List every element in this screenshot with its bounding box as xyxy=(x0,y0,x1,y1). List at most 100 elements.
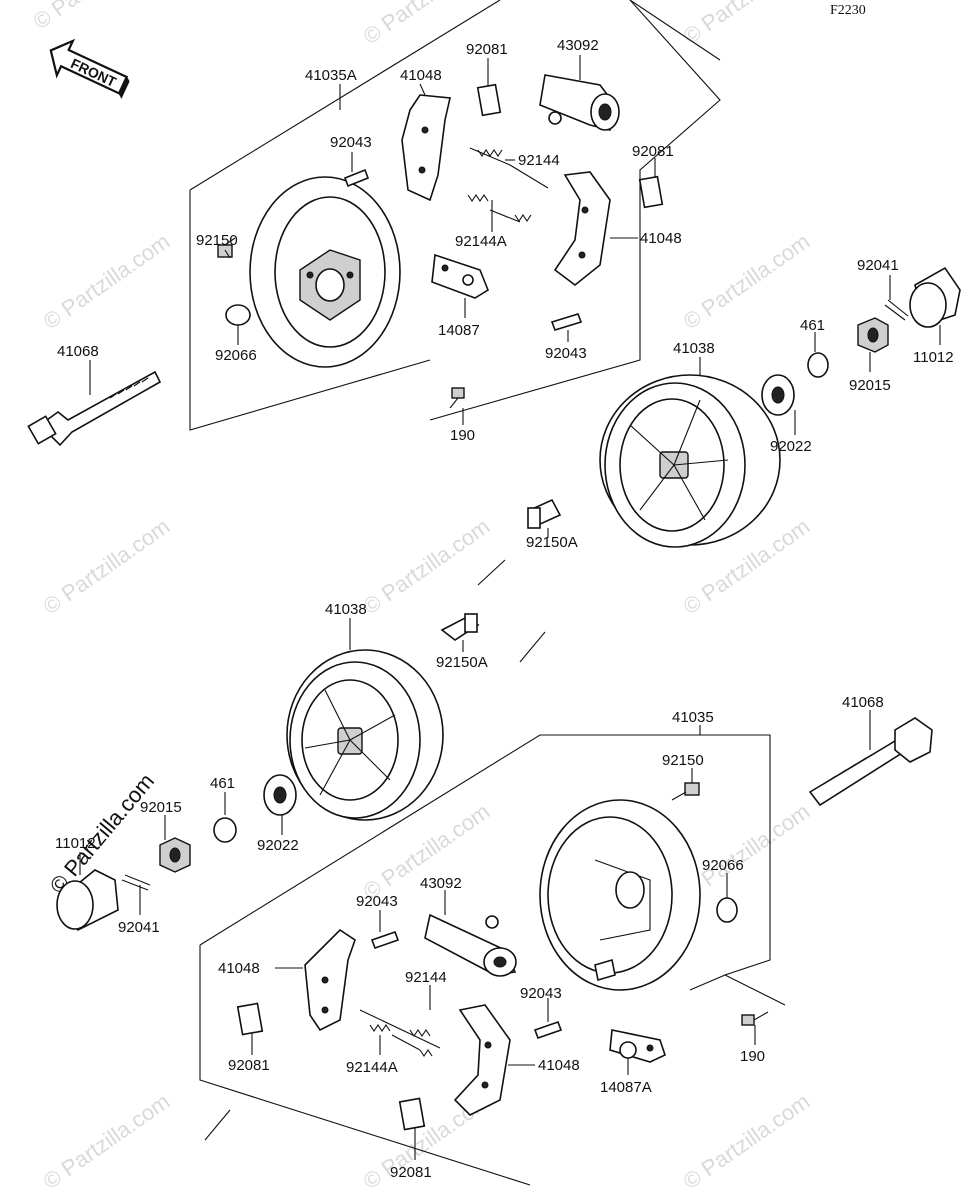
part-label-41048: 41048 xyxy=(400,67,442,84)
part-label-92144: 92144 xyxy=(405,969,447,986)
part-label-41068: 41068 xyxy=(57,343,99,360)
cotter-pin-92041-lower xyxy=(121,874,151,891)
part-label-92022: 92022 xyxy=(770,438,812,455)
part-label-41038: 41038 xyxy=(325,601,367,618)
cap-92066-lower xyxy=(716,897,738,923)
part-label-190: 190 xyxy=(740,1048,765,1065)
clip-92081-icon xyxy=(476,83,502,117)
hub-cap-11012-upper xyxy=(909,266,961,328)
part-label-92144A: 92144A xyxy=(346,1059,398,1076)
spring-92144A-upper xyxy=(467,194,532,222)
part-label-43092: 43092 xyxy=(557,37,599,54)
bolt-190-upper xyxy=(449,387,465,409)
plate-14087A-lower xyxy=(609,1029,666,1063)
lower-assembly: 41035 41038 92150A 41068 xyxy=(55,601,933,1186)
upper-assembly: 41035A 41048 92081 4309 xyxy=(27,0,961,663)
watermark: © Partzilla.com xyxy=(679,0,815,49)
part-label-92066: 92066 xyxy=(702,857,744,874)
part-label-11012: 11012 xyxy=(55,835,96,852)
part-label-92150: 92150 xyxy=(662,752,704,769)
part-label-92144: 92144 xyxy=(518,152,560,169)
brake-shoe-41048-upper-a xyxy=(401,94,451,202)
front-arrow: FRONT xyxy=(49,38,130,99)
part-label-41048: 41048 xyxy=(218,960,260,977)
pin-92043-upper-a xyxy=(343,168,370,188)
brake-cam-43092-lower xyxy=(424,913,517,977)
leader-line xyxy=(629,0,721,61)
front-arrow-label: FRONT xyxy=(68,55,119,90)
flow-line xyxy=(519,631,546,663)
leader-line xyxy=(419,83,426,96)
part-label-461: 461 xyxy=(210,775,235,792)
part-label-41048: 41048 xyxy=(538,1057,580,1074)
part-label-92081: 92081 xyxy=(466,41,508,58)
axle-41068-lower xyxy=(808,717,933,807)
bolt-190-lower xyxy=(741,1011,769,1026)
flow-line xyxy=(477,559,506,586)
brake-shoe-41048-lower-a xyxy=(304,928,356,1032)
lock-washer-461-upper xyxy=(807,352,829,378)
stud-92150A-lower xyxy=(440,613,480,641)
part-label-92150A: 92150A xyxy=(436,654,488,671)
axle-41068-upper xyxy=(27,370,162,447)
watermark: © Partzilla.com xyxy=(39,514,175,620)
washer-92022-lower xyxy=(263,774,297,816)
part-label-92043: 92043 xyxy=(356,893,398,910)
part-label-92066: 92066 xyxy=(215,347,257,364)
clip-92081-icon xyxy=(638,175,664,209)
brake-shoe-41048-lower-b xyxy=(453,1004,511,1116)
part-label-461: 461 xyxy=(800,317,825,334)
pin-92043-lower-a xyxy=(370,930,400,950)
part-label-41035: 41035 xyxy=(672,709,714,726)
lock-washer-461-lower xyxy=(213,817,237,843)
part-label-92081: 92081 xyxy=(632,143,674,160)
brake-shoe-41048-upper-b xyxy=(553,171,611,287)
part-label-14087A: 14087A xyxy=(600,1079,652,1096)
hub-cap-11012-lower xyxy=(56,869,119,932)
part-label-190: 190 xyxy=(450,427,475,444)
watermark: © Partzilla.com xyxy=(29,0,165,34)
brake-panel-lower xyxy=(539,799,701,991)
part-label-41038: 41038 xyxy=(673,340,715,357)
part-label-14087: 14087 xyxy=(438,322,480,339)
part-label-92041: 92041 xyxy=(857,257,899,274)
watermark: © Partzilla.com xyxy=(39,1089,175,1195)
nut-92015-lower xyxy=(159,837,191,873)
part-label-92081: 92081 xyxy=(390,1164,432,1181)
part-label-92144A: 92144A xyxy=(455,233,507,250)
brake-panel-upper xyxy=(249,176,401,368)
watermark: © Partzilla.com xyxy=(679,1089,815,1195)
spring-92144-lower xyxy=(359,1009,441,1049)
part-label-92081: 92081 xyxy=(228,1057,270,1074)
nut-92015-upper xyxy=(857,317,889,353)
part-label-92022: 92022 xyxy=(257,837,299,854)
leader-line xyxy=(224,249,231,259)
clip-92081-lower-a xyxy=(236,1002,264,1036)
wheel-drum-41038-upper xyxy=(599,374,781,548)
brake-cam-43092-upper xyxy=(539,74,620,131)
part-label-92043: 92043 xyxy=(545,345,587,362)
stud-92150A-upper xyxy=(527,498,562,529)
bolt-92150-lower xyxy=(671,782,700,801)
part-label-92015: 92015 xyxy=(849,377,891,394)
cap-92066-icon xyxy=(225,304,251,326)
part-label-41048: 41048 xyxy=(640,230,682,247)
upper-group-outline xyxy=(189,0,721,431)
part-label-92043: 92043 xyxy=(520,985,562,1002)
diagram-code: F2230 xyxy=(830,3,866,18)
pin-92043-upper-b xyxy=(550,313,583,331)
part-label-92041: 92041 xyxy=(118,919,160,936)
cotter-pin-92041-upper xyxy=(884,299,909,321)
spring-92144A-lower xyxy=(369,1024,433,1057)
watermark: © Partzilla.com xyxy=(39,229,175,335)
part-label-92043: 92043 xyxy=(330,134,372,151)
part-label-41035A: 41035A xyxy=(305,67,357,84)
part-label-92015: 92015 xyxy=(140,799,182,816)
pin-92043-lower-b xyxy=(533,1020,563,1040)
part-label-92150A: 92150A xyxy=(526,534,578,551)
part-label-11012: 11012 xyxy=(913,349,954,366)
watermark: © Partzilla.com xyxy=(359,514,495,620)
washer-92022-upper xyxy=(761,374,795,416)
